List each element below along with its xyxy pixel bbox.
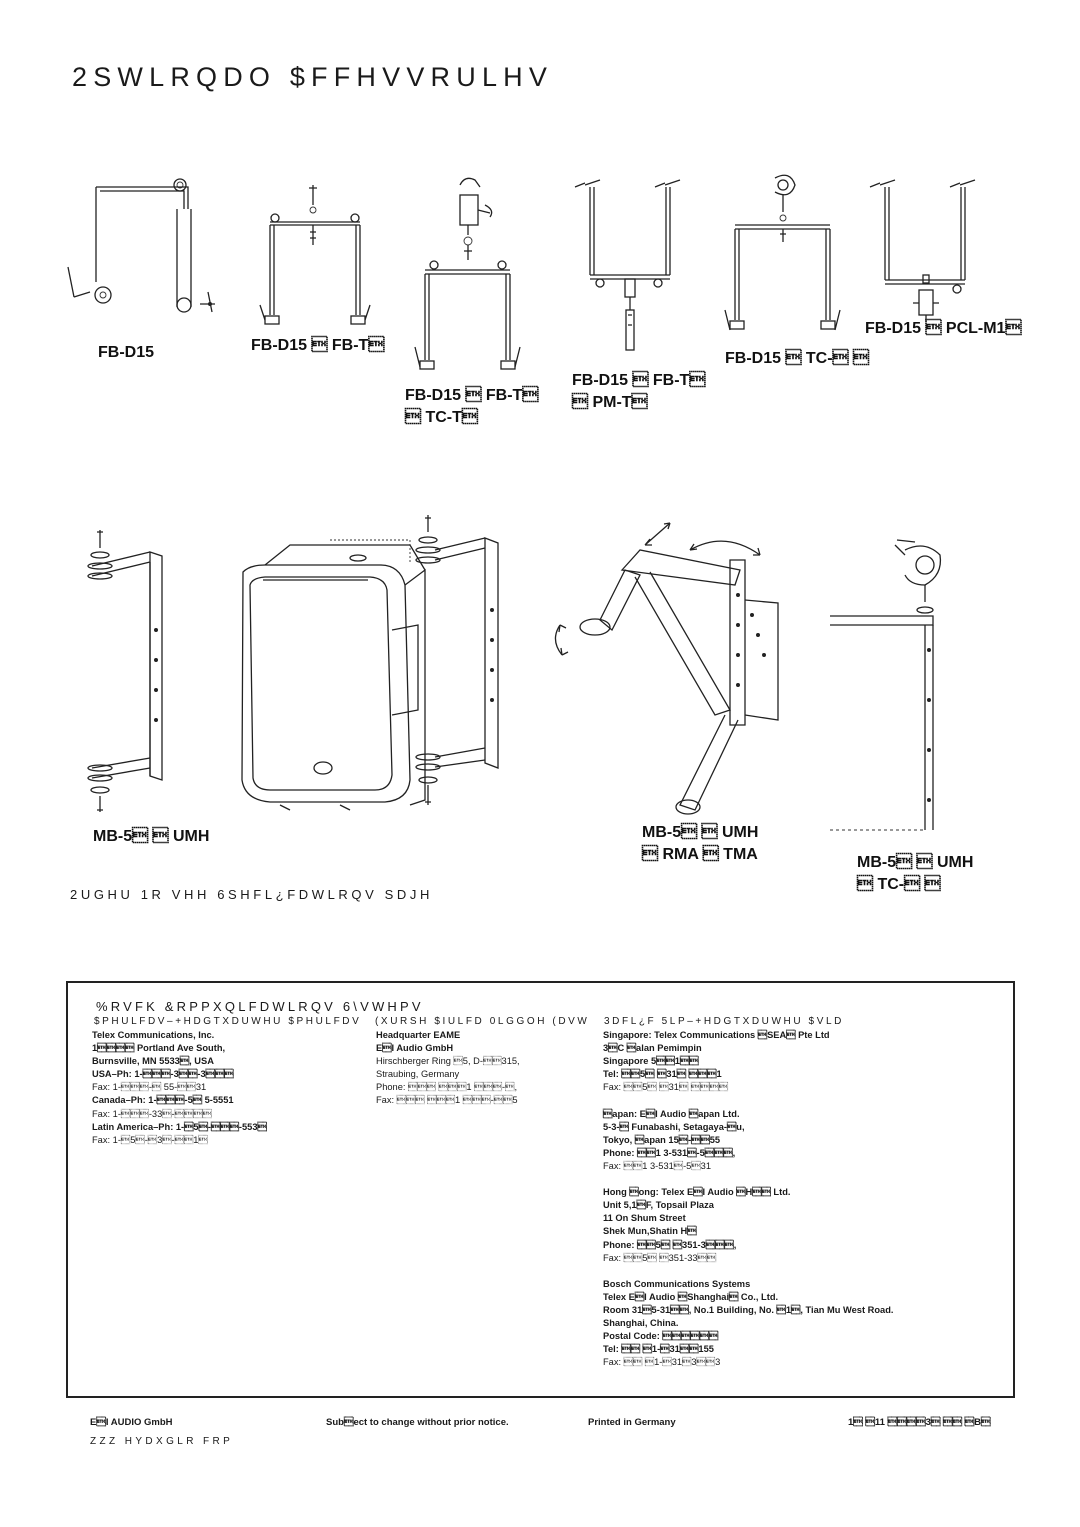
- fb-d15-bracket-drawing: [60, 172, 230, 322]
- emea-address: Headquarter EAME EI Audio GmbH Hirschberg…: [376, 1029, 520, 1108]
- fb-d15-fb-t-tc-t-drawing: [410, 175, 535, 375]
- apac-address: Singapore: Telex Communications SEA Pt…: [603, 1029, 893, 1369]
- region-apac-heading: 3DFL¿F 5LP–+HDGTXDUWHU $VLD: [604, 1016, 844, 1027]
- footer-company: EI AUDIO GmbH: [90, 1417, 173, 1428]
- address-line: Phone:  1 -,: [376, 1082, 518, 1093]
- address-line: Postal Code: : [603, 1331, 719, 1342]
- label-fb-d15: FB-D15: [98, 344, 155, 361]
- address-line: Tel: 5 31 1: [603, 1069, 722, 1080]
- address-line: apan: EI Audio apan Ltd.: [603, 1108, 740, 1119]
- fb-d15-fb-t-pm-t-drawing: [570, 175, 695, 355]
- address-line: Unit 5,1F, Topsail Plaza: [603, 1200, 714, 1211]
- fb-d15-fb-t-drawing: [250, 180, 380, 330]
- address-line: Burnsville, MN 5533, USA: [92, 1056, 214, 1067]
- mb-5-umh-tc-drawing: [825, 530, 955, 850]
- region-americas-heading: $PHULFDV–+HDGTXDUWHU $PHULFDV: [94, 1016, 362, 1027]
- address-line: Fax: 5 31 : [603, 1082, 729, 1093]
- address-line: Canada–Ph: 1--5 5-5551: [92, 1095, 234, 1106]
- address-line: Singapore: Telex Communications SEA Pt…: [603, 1030, 830, 1040]
- address-line: EI Audio GmbH: [376, 1043, 454, 1054]
- address-line: [603, 1265, 893, 1278]
- mb-5-umh-speaker-drawing: [80, 510, 520, 820]
- address-line: 11 On Shum Street: [603, 1213, 686, 1224]
- address-line: Telex Communications, Inc.: [92, 1030, 215, 1040]
- address-line: Phone: 5 351-3,: [603, 1239, 737, 1250]
- address-line: 1 Portland Ave South,: [92, 1043, 226, 1054]
- fb-d15-pcl-m1-drawing: [865, 175, 995, 325]
- footer-notice: Subect to change without prior notice.: [326, 1417, 509, 1428]
- region-emea-heading: (XURSH $IULFD 0LGGOH (DVW: [375, 1016, 590, 1027]
- mb-5-umh-rma-tma-drawing: [540, 515, 790, 825]
- address-line: Latin America–Ph: 1-5--553: [92, 1121, 267, 1132]
- contact-title: %RVFK &RPPXQLFDWLRQV 6\VWHPV: [96, 999, 424, 1014]
- label-fb-d15-fb-t-pm-t: FB-D15  FB-T  PM-T: [572, 372, 706, 411]
- address-line: Bosch Communications Systems: [603, 1278, 751, 1289]
- address-line: Fax: 1-5-3-1: [92, 1134, 208, 1145]
- address-line: Shanghai, China.: [603, 1318, 679, 1329]
- page-title: 2SWLRQDO $FFHVVRULHV: [72, 62, 554, 92]
- contact-box: %RVFK &RPPXQLFDWLRQV 6\VWHPV $PHULFDV–+H…: [66, 981, 1015, 1398]
- footer-code: 1 11 3  B: [848, 1417, 991, 1428]
- address-line: Room 315-31, No.1 Building, No. 1, …: [603, 1304, 894, 1315]
- address-line: 5-3- Funabashi, Setagaya-u,: [603, 1121, 745, 1132]
- address-line: Fax: 1 3-531-531: [603, 1160, 711, 1171]
- label-fb-d15-tc: FB-D15  TC- : [725, 350, 869, 367]
- address-line: Fax: 5 351-33: [603, 1252, 717, 1263]
- address-line: Tel:  1-31155: [603, 1344, 714, 1355]
- address-line: [603, 1094, 893, 1107]
- address-line: Shek Mun,Shatin H: [603, 1226, 697, 1237]
- address-line: Fax: 1-- 55-31: [92, 1082, 207, 1093]
- address-line: Singapore 51: [603, 1056, 699, 1067]
- footer-printed: Printed in Germany: [588, 1417, 676, 1428]
- address-line: Hong ong: Telex EI Audio H Ltd.: [603, 1187, 791, 1198]
- address-line: Headquarter EAME: [376, 1030, 461, 1040]
- address-line: [603, 1173, 893, 1186]
- address-line: Fax:  1-3133: [603, 1357, 721, 1368]
- fb-d15-tc-drawing: [720, 170, 845, 340]
- americas-address: Telex Communications, Inc. 1 Portland…: [92, 1029, 267, 1147]
- address-line: Tokyo, apan 15-55: [603, 1134, 721, 1145]
- address-line: Straubing, Germany: [376, 1069, 460, 1080]
- label-fb-d15-pcl-m1: FB-D15  PCL-M1: [865, 320, 1022, 337]
- footer-url: ZZZ HYDXGLR FRP: [90, 1436, 234, 1447]
- address-line: Hirschberger Ring 5, D-315,: [376, 1056, 520, 1067]
- label-mb-5-umh-tc: MB-5  UMH  TC- : [857, 854, 974, 893]
- address-line: Fax:  1 -5: [376, 1095, 518, 1106]
- label-fb-d15-fb-t-tc-t: FB-D15  FB-T  TC-T: [405, 387, 539, 426]
- address-line: Fax: 1--33-: [92, 1108, 212, 1119]
- label-mb-5-umh-rma-tma: MB-5  UMH  RMA  TMA: [642, 824, 759, 863]
- order-number-note: 2UGHU 1R VHH 6SHFL¿FDWLRQV SDJH: [70, 887, 433, 902]
- label-fb-d15-fb-t: FB-D15  FB-T: [251, 337, 385, 354]
- address-line: USA–Ph: 1--3-3: [92, 1069, 234, 1080]
- address-line: Telex EI Audio Shanghai Co., Ltd.: [603, 1291, 779, 1302]
- address-line: Phone: 1 3-531-5,: [603, 1147, 736, 1158]
- label-mb-5-umh: MB-5  UMH: [93, 828, 210, 845]
- address-line: 3C alan Pemimpin: [603, 1043, 702, 1054]
